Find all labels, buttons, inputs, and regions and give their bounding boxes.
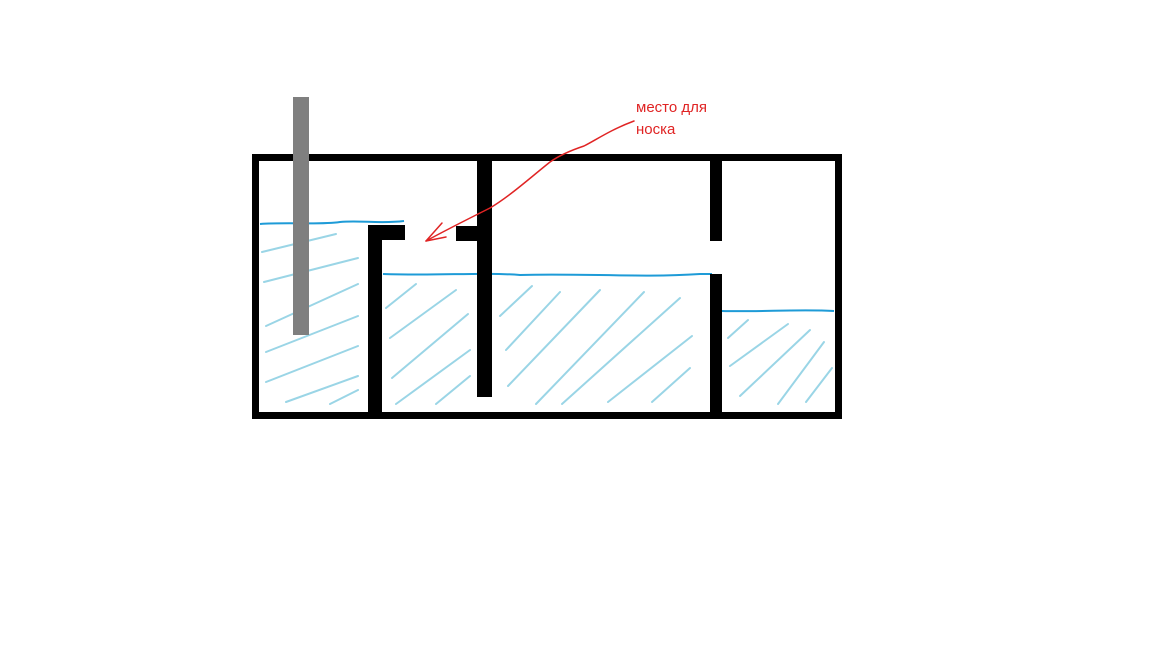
water-fill-chamber-1	[261, 233, 359, 405]
baffle-1-flange	[368, 225, 405, 240]
baffle-3-lower	[710, 274, 722, 415]
water-line-chamber-2-3	[382, 272, 712, 277]
water-line-chamber-4	[721, 309, 835, 313]
heater-rod-icon	[293, 97, 309, 335]
baffle-2-wall	[477, 157, 492, 397]
baffle-2-flange	[456, 226, 486, 241]
water-fill-chamber-3	[499, 285, 693, 405]
annotation-line-1: место для	[636, 99, 707, 116]
water-fill-chamber-2	[385, 283, 471, 405]
baffle-1-wall	[368, 225, 382, 415]
arrow-icon	[425, 120, 635, 242]
baffle-3-upper	[710, 157, 722, 241]
tank-outer-wall	[252, 154, 842, 419]
water-fill-chamber-4	[727, 319, 833, 405]
annotation-line-2: носка	[636, 121, 676, 138]
water-line-chamber-1	[259, 220, 405, 225]
